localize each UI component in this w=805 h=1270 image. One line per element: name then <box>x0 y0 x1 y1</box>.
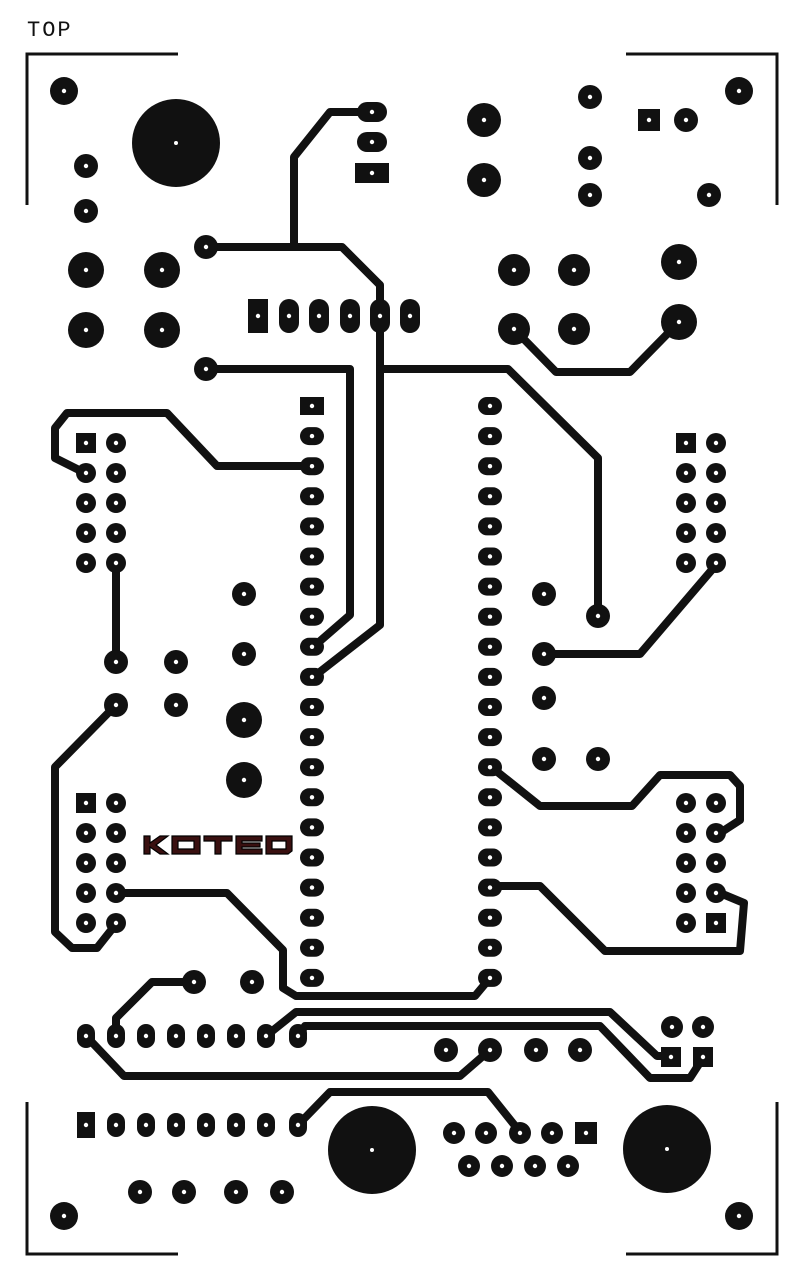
trace <box>290 108 370 249</box>
trace <box>51 701 120 952</box>
trace <box>202 243 384 682</box>
trace <box>540 561 720 658</box>
trace <box>376 365 602 620</box>
trace <box>202 365 354 652</box>
layer-label: TOP <box>27 18 73 43</box>
corner-mark-top-right <box>626 52 779 205</box>
corner-mark-bottom-right <box>626 1102 779 1256</box>
trace <box>510 318 683 376</box>
trace <box>82 1032 494 1080</box>
silkscreen-logo <box>143 835 293 855</box>
corner-mark-bottom-left <box>25 1102 178 1256</box>
trace <box>486 882 748 955</box>
pads <box>50 77 753 1230</box>
trace <box>51 409 316 477</box>
corner-marks <box>25 52 779 1256</box>
corner-mark-top-left <box>25 52 178 205</box>
trace <box>294 1088 524 1136</box>
trace <box>112 889 494 1000</box>
mounting-holes <box>132 99 711 1194</box>
trace <box>486 762 744 837</box>
